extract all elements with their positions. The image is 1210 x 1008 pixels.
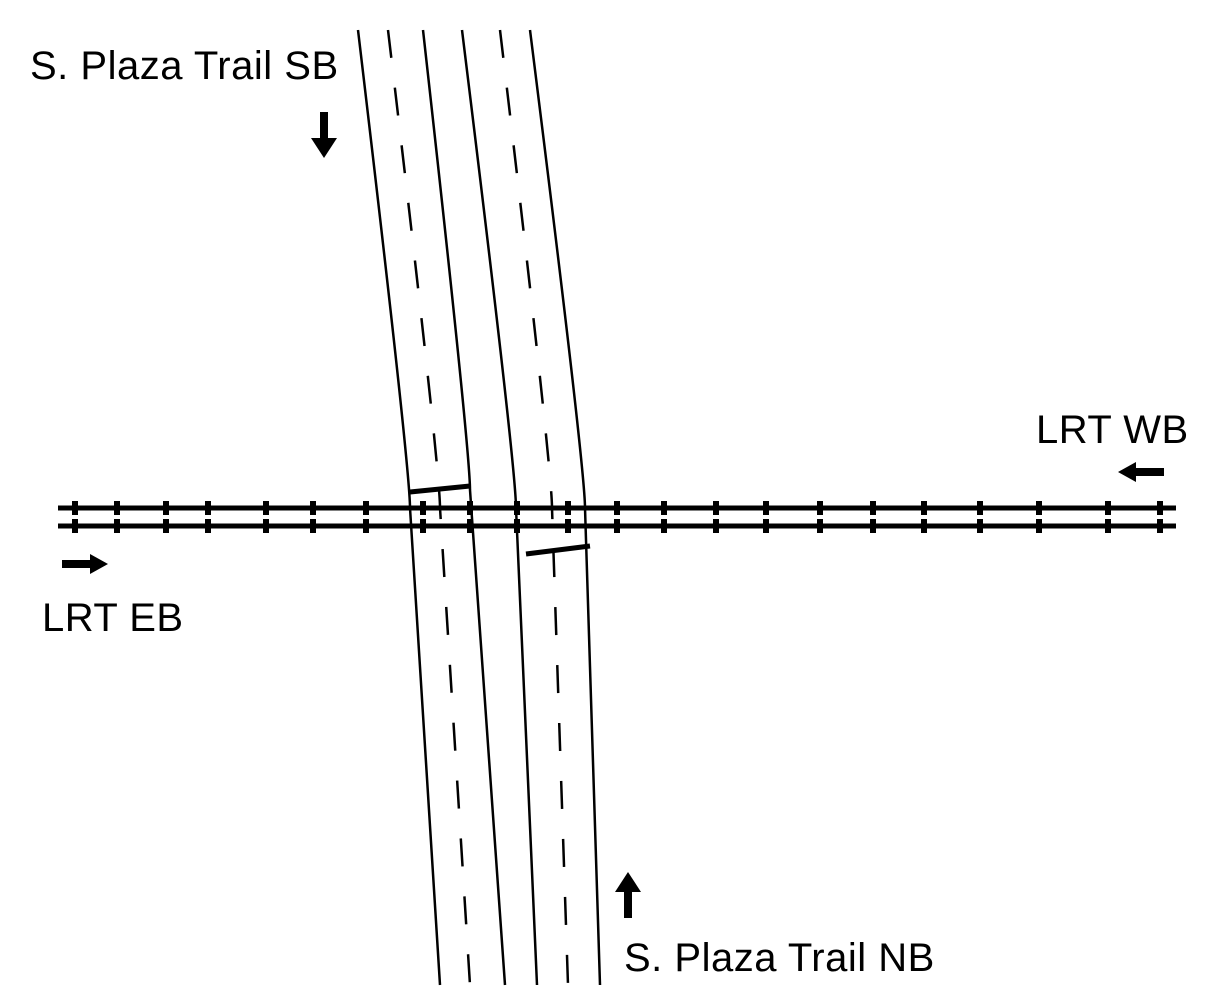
- rail-tie: [921, 519, 927, 533]
- rail-tie: [614, 501, 620, 515]
- rail-tie: [1036, 519, 1042, 533]
- rail-tie: [1157, 519, 1163, 533]
- rail-tie: [114, 501, 120, 515]
- rail-tie: [565, 501, 571, 515]
- lrt-track: [58, 501, 1176, 533]
- rail-tie: [763, 519, 769, 533]
- rail-tie: [977, 519, 983, 533]
- label-s-plaza-trail-sb: S. Plaza Trail SB: [30, 44, 339, 88]
- rail-tie: [1036, 501, 1042, 515]
- rail-tie: [514, 501, 520, 515]
- rail-tie: [921, 501, 927, 515]
- rail-tie: [661, 519, 667, 533]
- rail-tie: [870, 519, 876, 533]
- southbound-arrow-icon: [311, 112, 337, 158]
- rail-tie: [1105, 519, 1111, 533]
- rail-tie: [977, 501, 983, 515]
- rail-tie: [72, 501, 78, 515]
- rail-tie: [310, 519, 316, 533]
- lane-edge-line: [356, 29, 442, 986]
- rail-tie: [263, 501, 269, 515]
- westbound-arrow-icon: [1118, 462, 1164, 482]
- label-s-plaza-trail-nb: S. Plaza Trail NB: [624, 936, 935, 980]
- rail-tie: [363, 519, 369, 533]
- stop-bar: [525, 543, 591, 557]
- label-lrt-wb: LRT WB: [1036, 408, 1189, 452]
- label-lrt-eb: LRT EB: [42, 596, 184, 640]
- northbound-arrow-icon: [615, 872, 641, 918]
- lane-divider-dashed: [498, 29, 570, 986]
- rail-tie: [1157, 501, 1163, 515]
- rail-tie: [163, 519, 169, 533]
- rail-tie: [205, 519, 211, 533]
- rail-tie: [114, 519, 120, 533]
- lane-divider-dashed: [386, 29, 472, 986]
- rail-tie: [713, 519, 719, 533]
- rail-tie: [661, 501, 667, 515]
- rail-tie: [363, 501, 369, 515]
- rail-tie: [614, 519, 620, 533]
- rail-tie: [870, 501, 876, 515]
- rail-tie: [467, 519, 473, 533]
- rail-tie: [72, 519, 78, 533]
- rail-tie: [713, 501, 719, 515]
- rail-tie: [420, 519, 426, 533]
- s-plaza-trail-roadway: [356, 29, 602, 986]
- rail-tie: [263, 519, 269, 533]
- rail-tie: [467, 501, 473, 515]
- rail-tie: [205, 501, 211, 515]
- rail-tie: [817, 519, 823, 533]
- rail-tie: [1105, 501, 1111, 515]
- lane-edge-line: [460, 29, 539, 986]
- rail-tie: [310, 501, 316, 515]
- eastbound-arrow-icon: [62, 554, 108, 574]
- rail-tie: [514, 519, 520, 533]
- lane-edge-line: [528, 29, 602, 986]
- lane-edge-line: [421, 29, 507, 986]
- rail-tie: [565, 519, 571, 533]
- rail-tie: [420, 501, 426, 515]
- rail-tie: [163, 501, 169, 515]
- stop-bars: [409, 483, 591, 557]
- stop-bar: [409, 483, 471, 495]
- rail-tie: [817, 501, 823, 515]
- rail-tie: [763, 501, 769, 515]
